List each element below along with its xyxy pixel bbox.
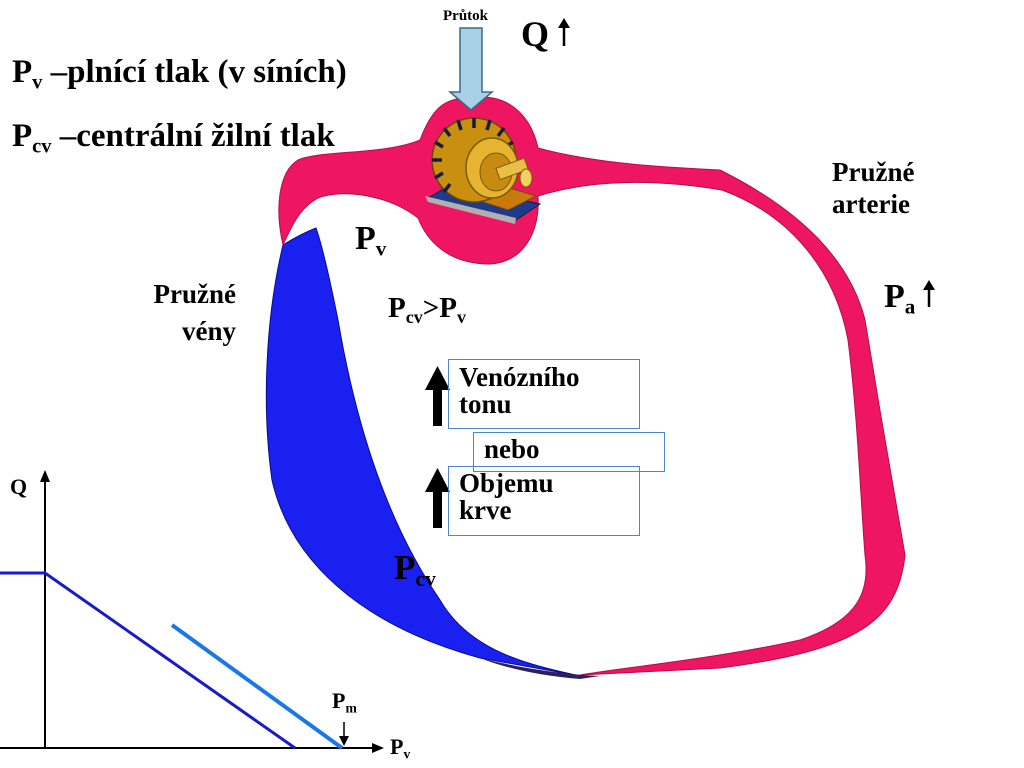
- pm-pointer-icon: [339, 722, 349, 746]
- flow-arrow-icon: [447, 27, 495, 111]
- venous-tone-text: Venózního tonu: [459, 362, 580, 419]
- graph-x-label: Pv: [390, 734, 411, 762]
- arteries-label: Pružné arterie: [832, 157, 915, 219]
- venous-tone-up-arrow-icon: [425, 366, 450, 426]
- venous-return-curve: [0, 571, 296, 750]
- veins-label: Pružné vény: [153, 279, 236, 346]
- graph-y-label: Q: [10, 474, 28, 499]
- graph-axes: [0, 470, 384, 753]
- pump-motor-icon: [425, 117, 542, 224]
- flow-label: Průtok: [443, 8, 488, 24]
- pm-label: Pm: [332, 688, 357, 716]
- artery-tube: [278, 96, 906, 676]
- pv-label: Pv: [355, 220, 387, 261]
- q-up-arrow-icon: [558, 18, 570, 46]
- capillary-join: [480, 658, 600, 679]
- blood-volume-up-arrow-icon: [425, 468, 450, 528]
- vein-tube: [265, 227, 581, 677]
- pv-definition: Pv –plnící tlak (v síních): [12, 54, 347, 94]
- pcv-definition: Pcv –centrální žilní tlak: [12, 118, 335, 158]
- pa-up-arrow-icon: [923, 280, 935, 307]
- pcv-greater-pv-label: Pcv>Pv: [388, 292, 466, 327]
- q-label: Q: [521, 14, 550, 54]
- shifted-venous-return-curve: [170, 623, 344, 750]
- or-text: nebo: [484, 434, 540, 464]
- pa-label: Pa: [884, 278, 916, 319]
- or-box: [473, 432, 665, 472]
- blood-volume-box: [448, 466, 640, 536]
- blood-volume-text: Objemu krve: [459, 468, 554, 525]
- venous-tone-box: [448, 359, 640, 429]
- pcv-bottom-label: Pcv: [394, 548, 436, 591]
